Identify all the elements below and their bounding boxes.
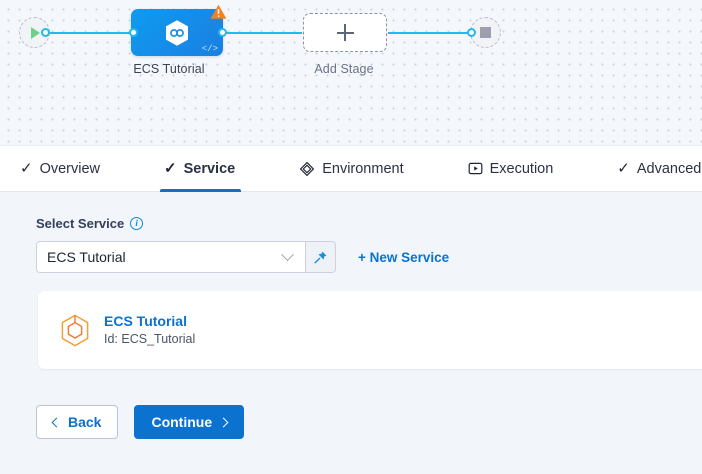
pin-icon <box>314 251 327 263</box>
select-service-label-text: Select Service <box>36 216 125 231</box>
add-stage-button[interactable] <box>303 13 387 52</box>
check-icon: ✓ <box>164 160 177 177</box>
stage-output-port[interactable] <box>218 28 227 37</box>
start-node-port[interactable] <box>41 28 50 37</box>
check-icon: ✓ <box>20 160 33 177</box>
service-summary-card[interactable]: ECS Tutorial Id: ECS_Tutorial <box>38 291 702 369</box>
tab-environment-label: Environment <box>322 160 404 177</box>
play-box-icon <box>468 162 483 175</box>
wizard-footer: Back Continue <box>36 405 702 439</box>
service-cube-icon <box>61 314 89 346</box>
select-service-label: Select Service i <box>36 216 702 231</box>
tab-environment[interactable]: Environment <box>295 146 425 191</box>
connector-start-to-stage <box>44 32 136 34</box>
tab-advanced-label: Advanced <box>636 160 702 177</box>
service-hexagon-icon <box>166 19 188 46</box>
chevron-right-icon <box>218 417 229 427</box>
service-select-value: ECS Tutorial <box>47 249 126 265</box>
stage-input-port[interactable] <box>129 28 138 37</box>
layers-icon <box>299 161 315 176</box>
pipeline-canvas[interactable]: </> ECS Tutorial Add Stage <box>0 0 702 146</box>
stage-node-label: ECS Tutorial <box>133 62 205 76</box>
stage-node-ecs-tutorial[interactable]: </> <box>131 4 227 56</box>
tab-service-label: Service <box>183 160 236 177</box>
connector-add-to-end <box>388 32 474 34</box>
tab-execution[interactable]: Execution <box>464 146 576 191</box>
connector-stage-to-add <box>224 32 302 34</box>
stop-icon <box>480 27 491 38</box>
add-stage-label: Add Stage <box>314 62 374 76</box>
info-icon[interactable]: i <box>130 217 144 230</box>
pin-service-button[interactable] <box>306 241 336 273</box>
service-card-text: ECS Tutorial Id: ECS_Tutorial <box>104 312 195 348</box>
service-card-id: Id: ECS_Tutorial <box>104 332 196 346</box>
back-button[interactable]: Back <box>36 405 119 439</box>
warning-triangle-icon[interactable] <box>210 4 227 20</box>
tab-overview-label: Overview <box>39 160 101 177</box>
chevron-down-icon <box>281 247 294 261</box>
code-brackets-icon: </> <box>201 44 218 54</box>
select-service-row: ECS Tutorial + New Service <box>36 241 702 273</box>
back-button-label: Back <box>68 414 102 430</box>
tab-overview[interactable]: ✓ Overview <box>16 146 122 191</box>
end-node-port[interactable] <box>467 28 476 37</box>
service-card-title: ECS Tutorial <box>104 313 187 330</box>
play-icon <box>31 26 40 39</box>
continue-button-label: Continue <box>151 414 213 430</box>
tab-advanced[interactable]: ✓ Advanced <box>613 146 702 191</box>
new-service-link[interactable]: + New Service <box>358 249 450 265</box>
tab-execution-label: Execution <box>489 160 554 177</box>
check-icon: ✓ <box>617 160 630 177</box>
stage-config-tabs: ✓ Overview ✓ Service Environment Executi… <box>0 146 702 192</box>
continue-button[interactable]: Continue <box>134 405 245 439</box>
chevron-left-icon <box>51 417 62 427</box>
service-config-panel: Select Service i ECS Tutorial + New Serv… <box>0 192 702 474</box>
tab-service[interactable]: ✓ Service <box>160 146 257 192</box>
service-select-input[interactable]: ECS Tutorial <box>36 241 306 273</box>
plus-icon <box>336 24 354 41</box>
